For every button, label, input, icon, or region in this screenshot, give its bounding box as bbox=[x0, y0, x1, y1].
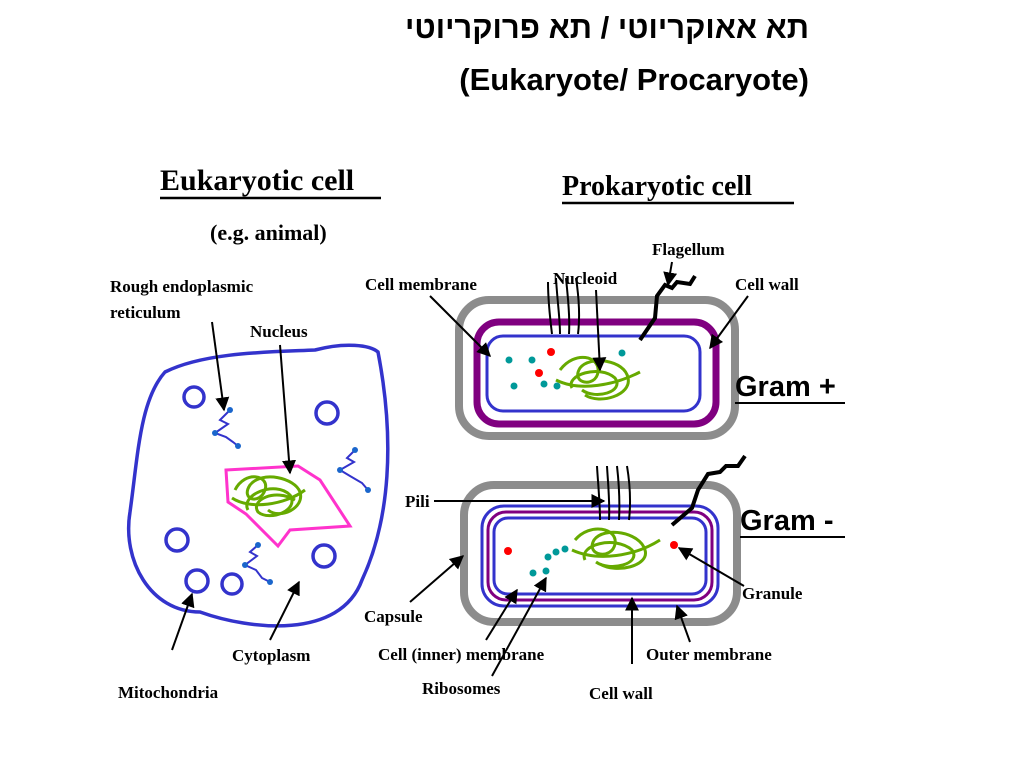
mitochondrion bbox=[311, 543, 337, 569]
arrow-nucleoid bbox=[592, 289, 607, 372]
ribosome-dots-euk bbox=[212, 407, 371, 585]
label-rer-line1: Rough endoplasmic bbox=[110, 277, 254, 296]
label-cell-membrane: Cell membrane bbox=[365, 275, 477, 294]
eukaryote-heading: Eukaryotic cell bbox=[160, 164, 354, 197]
gram-pos-pili bbox=[547, 277, 581, 335]
slide-title-english: (Eukaryote/ Procaryote) bbox=[459, 62, 809, 97]
arrow-granule bbox=[677, 547, 745, 587]
label-pili: Pili bbox=[405, 492, 430, 511]
mitochondrion bbox=[314, 400, 340, 426]
label-outer-membrane: Outer membrane bbox=[646, 645, 772, 664]
label-ribosomes: Ribosomes bbox=[422, 679, 501, 698]
arrow-cell-wall-top bbox=[709, 295, 749, 350]
prokaryote-heading: Prokaryotic cell bbox=[562, 171, 752, 202]
label-flagellum: Flagellum bbox=[652, 240, 725, 259]
gram-neg-ribosomes bbox=[529, 545, 569, 577]
rough-er bbox=[338, 449, 369, 491]
gram-pos-cell-membrane bbox=[485, 334, 702, 413]
eukaryote-pointers bbox=[171, 321, 300, 651]
arrow-cell-membrane bbox=[429, 295, 491, 357]
gram-negative-cell bbox=[460, 481, 741, 626]
eukaryote-cell-membrane bbox=[127, 343, 390, 628]
label-cell-wall-top: Cell wall bbox=[735, 275, 799, 294]
nucleus-envelope bbox=[224, 464, 353, 549]
arrow-cytoplasm bbox=[269, 580, 300, 641]
mitochondrion bbox=[182, 385, 206, 409]
arrow-capsule bbox=[409, 555, 465, 603]
arrow-flagellum bbox=[663, 261, 678, 287]
gram-pos-granules bbox=[535, 348, 555, 377]
prokaryote-pointers bbox=[409, 261, 749, 677]
gram-pos-cell-wall bbox=[473, 318, 720, 428]
slide-title-hebrew: תא אאוקריוטי / תא פרוקריוטי bbox=[405, 10, 809, 45]
rough-er bbox=[212, 409, 239, 447]
gram-neg-granules bbox=[504, 541, 678, 555]
mitochondria-group bbox=[164, 385, 340, 596]
eukaryote-subheading: (e.g. animal) bbox=[210, 220, 327, 245]
label-gram-negative: Gram - bbox=[740, 505, 833, 537]
gram-neg-dna bbox=[571, 527, 661, 570]
nucleus-dna bbox=[231, 475, 306, 518]
gram-neg-capsule bbox=[460, 481, 741, 626]
label-capsule: Capsule bbox=[364, 607, 423, 626]
label-cytoplasm: Cytoplasm bbox=[232, 646, 310, 665]
arrow-outer-membrane bbox=[674, 604, 691, 643]
mitochondrion bbox=[220, 572, 244, 596]
label-gram-positive: Gram + bbox=[735, 371, 836, 403]
gram-neg-flagellum bbox=[670, 454, 747, 527]
arrow-ribosomes bbox=[491, 576, 547, 677]
rough-er bbox=[243, 544, 271, 583]
arrow-inner-membrane bbox=[485, 588, 518, 641]
label-inner-membrane: Cell (inner) membrane bbox=[378, 645, 545, 664]
label-mitochondria: Mitochondria bbox=[118, 683, 219, 702]
arrow-nucleus bbox=[279, 344, 296, 475]
gram-pos-dna bbox=[555, 355, 641, 401]
gram-positive-cell bbox=[455, 296, 739, 440]
mitochondrion bbox=[164, 527, 190, 553]
label-cell-wall-bottom: Cell wall bbox=[589, 684, 653, 703]
label-nucleoid: Nucleoid bbox=[553, 269, 618, 288]
arrow-mitochondria bbox=[171, 592, 195, 651]
label-nucleus: Nucleus bbox=[250, 322, 308, 341]
label-granule: Granule bbox=[742, 584, 803, 603]
gram-pos-ribosomes bbox=[505, 349, 626, 390]
arrow-rer bbox=[211, 321, 230, 412]
gram-neg-pili bbox=[596, 465, 632, 521]
mitochondrion bbox=[184, 568, 210, 594]
gram-pos-flagellum bbox=[638, 274, 697, 342]
label-rer-line2: reticulum bbox=[110, 303, 181, 322]
